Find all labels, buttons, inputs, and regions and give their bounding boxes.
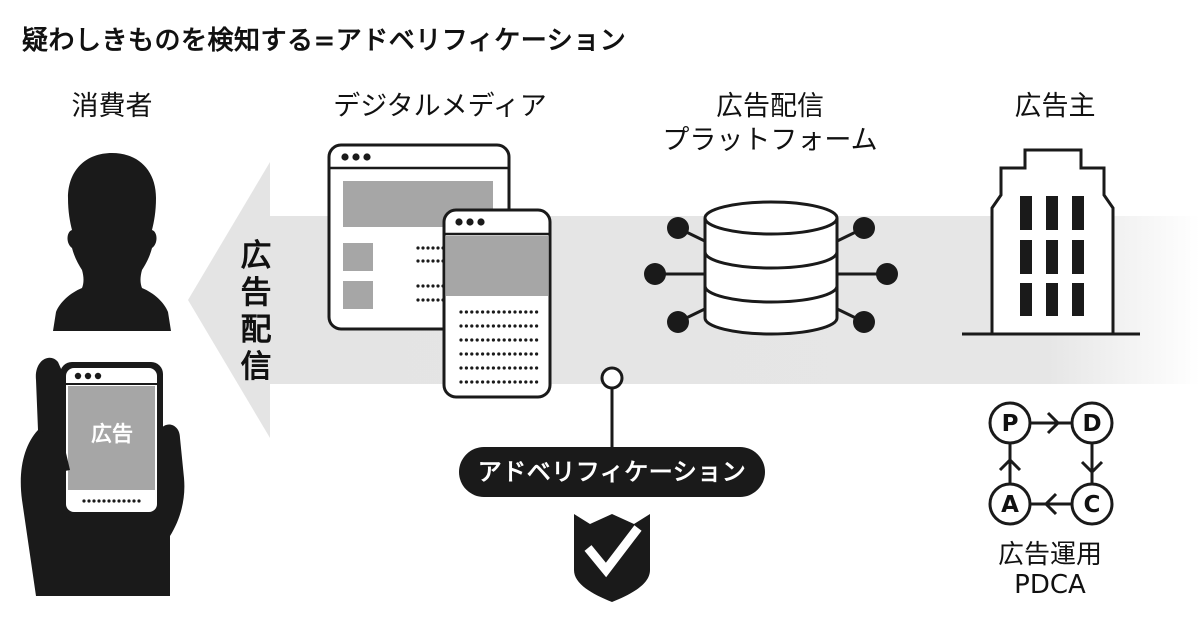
pdca-letter-d: D bbox=[1082, 411, 1101, 437]
flow-label-char: 信 bbox=[240, 349, 272, 385]
pdca-letter-p: P bbox=[1002, 411, 1019, 437]
pdca-caption-line2: PDCA bbox=[1014, 570, 1086, 600]
consumer-label: 消費者 bbox=[71, 91, 153, 122]
flow-label-char: 告 bbox=[240, 275, 272, 311]
media-label: デジタルメディア bbox=[333, 91, 547, 122]
smartphone-in-hand-icon bbox=[20, 357, 185, 596]
verification-label: アドベリフィケーション bbox=[477, 458, 747, 486]
network-node-icon bbox=[644, 217, 898, 333]
diagram-title: 疑わしきものを検知する=アドベリフィケーション bbox=[22, 26, 627, 56]
flow-label-char: 広 bbox=[240, 238, 272, 274]
flow-label: 広 告 配 信 bbox=[236, 238, 276, 386]
verification-pill: アドベリフィケーション bbox=[459, 447, 765, 497]
verification-pin bbox=[600, 366, 624, 448]
flow-label-char: 配 bbox=[240, 312, 272, 348]
shield-check-icon bbox=[574, 514, 650, 602]
advertiser-label: 広告主 bbox=[1014, 91, 1096, 122]
pdca-cycle-icon: P D C A bbox=[988, 401, 1114, 526]
pdca-letter-c: C bbox=[1084, 492, 1101, 518]
phone-ad-label: 広告 bbox=[91, 422, 133, 446]
platform-label-line2: プラットフォーム bbox=[662, 125, 878, 156]
office-building-icon bbox=[962, 148, 1140, 336]
platform-label-line1: 広告配信 bbox=[716, 91, 824, 122]
pdca-caption-line1: 広告運用 bbox=[997, 540, 1102, 570]
mobile-window-icon bbox=[442, 208, 552, 399]
database-network-icon bbox=[655, 200, 887, 336]
person-silhouette-icon bbox=[53, 153, 171, 331]
pdca-letter-a: A bbox=[1001, 492, 1019, 518]
